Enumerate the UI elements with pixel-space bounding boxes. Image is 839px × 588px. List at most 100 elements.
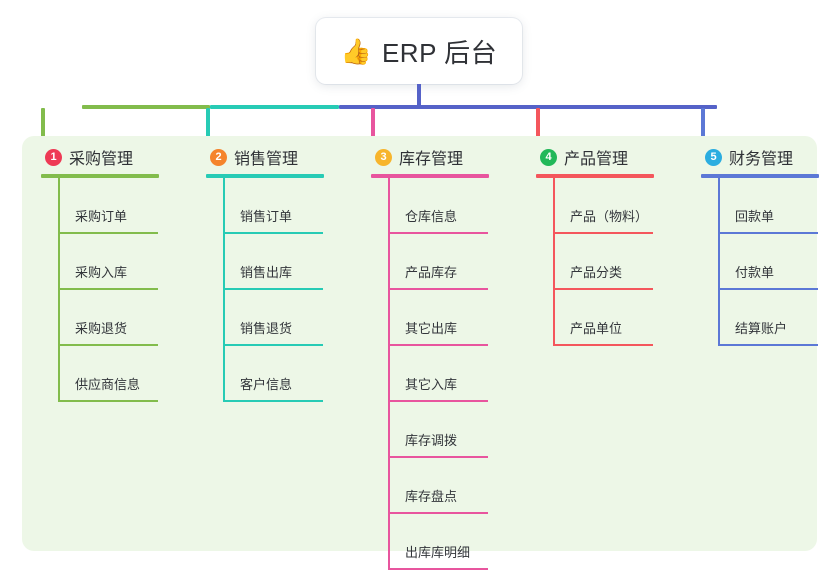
branch-child-label: 出库库明细 [405, 545, 471, 560]
branch-child-item[interactable]: 客户信息 [225, 346, 358, 402]
branch-child-rule [390, 456, 488, 458]
branch-child-rule [225, 400, 323, 402]
branch-child-label: 回款单 [735, 209, 775, 224]
drop-connector-2 [206, 108, 210, 144]
branch-1[interactable]: 1 采购管理采购订单采购入库采购退货供应商信息 [41, 144, 193, 402]
branch-child-rule [390, 288, 488, 290]
branch-child-rule [390, 344, 488, 346]
branch-children: 销售订单销售出库销售退货客户信息 [206, 178, 358, 402]
branch-child-rule [390, 232, 488, 234]
branch-child-label: 供应商信息 [75, 377, 141, 392]
branch-child-label: 库存盘点 [405, 489, 458, 504]
branch-child-label: 采购入库 [75, 265, 128, 280]
branch-child-item[interactable]: 产品分类 [555, 234, 688, 290]
root-node[interactable]: 👍 ERP 后台 [316, 18, 522, 84]
branch-child-label: 客户信息 [240, 377, 293, 392]
branch-children: 产品（物料） 产品分类产品单位 [536, 178, 688, 346]
drop-connector-1 [41, 108, 45, 144]
branch-number-badge: 1 [45, 148, 62, 166]
branch-child-label: 销售出库 [240, 265, 293, 280]
branch-child-label: 仓库信息 [405, 209, 458, 224]
branch-header-rule [371, 174, 489, 178]
branch-child-item[interactable]: 销售订单 [225, 178, 358, 234]
branch-title: 产品管理 [564, 151, 629, 168]
branch-child-item[interactable]: 库存盘点 [390, 458, 523, 514]
branch-child-label: 结算账户 [735, 321, 788, 336]
branch-child-item[interactable]: 产品（物料） [555, 178, 688, 234]
branch-spine [223, 178, 225, 402]
branch-number-badge: 4 [540, 148, 557, 166]
branch-child-item[interactable]: 采购订单 [60, 178, 193, 234]
branch-2[interactable]: 2 销售管理销售订单销售出库销售退货客户信息 [206, 144, 358, 402]
branch-header-5[interactable]: 5 财务管理 [701, 144, 839, 170]
branch-number-badge: 5 [705, 148, 722, 166]
bus-segment-1-to-2 [82, 105, 210, 109]
branch-child-item[interactable]: 付款单 [720, 234, 839, 290]
branch-child-item[interactable]: 回款单 [720, 178, 839, 234]
branch-child-label: 采购退货 [75, 321, 128, 336]
branch-header-rule [536, 174, 654, 178]
branch-number-badge: 3 [375, 148, 392, 166]
branch-child-item[interactable]: 产品库存 [390, 234, 523, 290]
branch-header-rule [206, 174, 324, 178]
branch-header-1[interactable]: 1 采购管理 [41, 144, 193, 170]
branch-spine [718, 178, 720, 346]
branch-title: 库存管理 [399, 151, 464, 168]
branch-child-rule [390, 568, 488, 570]
branch-child-label: 产品单位 [570, 321, 623, 336]
branch-4[interactable]: 4 产品管理产品（物料） 产品分类产品单位 [536, 144, 688, 346]
branch-spine [553, 178, 555, 346]
branch-child-rule [720, 232, 818, 234]
branch-child-item[interactable]: 采购入库 [60, 234, 193, 290]
branch-child-rule [225, 232, 323, 234]
branch-children: 采购订单采购入库采购退货供应商信息 [41, 178, 193, 402]
branch-title: 财务管理 [729, 151, 794, 168]
branch-child-label: 产品分类 [570, 265, 623, 280]
drop-connector-3 [371, 108, 375, 144]
branch-header-rule [701, 174, 819, 178]
drop-connector-4 [536, 108, 540, 144]
branch-child-item[interactable]: 其它入库 [390, 346, 523, 402]
branch-header-4[interactable]: 4 产品管理 [536, 144, 688, 170]
branch-child-item[interactable]: 出库库明细 [390, 514, 523, 570]
branch-child-item[interactable]: 其它出库 [390, 290, 523, 346]
branch-child-label: 产品（物料） [570, 209, 649, 224]
branch-child-label: 其它入库 [405, 377, 458, 392]
branch-child-label: 其它出库 [405, 321, 458, 336]
branch-child-item[interactable]: 结算账户 [720, 290, 839, 346]
branch-child-item[interactable]: 供应商信息 [60, 346, 193, 402]
branch-child-item[interactable]: 仓库信息 [390, 178, 523, 234]
branch-child-rule [60, 288, 158, 290]
branch-child-item[interactable]: 采购退货 [60, 290, 193, 346]
branch-child-label: 产品库存 [405, 265, 458, 280]
branch-title: 采购管理 [69, 151, 134, 168]
branch-spine [58, 178, 60, 402]
branch-header-3[interactable]: 3 库存管理 [371, 144, 523, 170]
branch-child-item[interactable]: 销售退货 [225, 290, 358, 346]
branch-3[interactable]: 3 库存管理仓库信息产品库存其它出库其它入库库存调拨库存盘点出库库明细 [371, 144, 523, 570]
branch-child-rule [720, 344, 818, 346]
branches-panel [22, 136, 817, 551]
branch-header-rule [41, 174, 159, 178]
branch-number-badge: 2 [210, 148, 227, 166]
branch-child-rule [720, 288, 818, 290]
branch-child-item[interactable]: 库存调拨 [390, 402, 523, 458]
branch-child-rule [225, 344, 323, 346]
branch-child-rule [225, 288, 323, 290]
bus-segment-3-to-5 [339, 105, 717, 109]
branch-title: 销售管理 [234, 151, 299, 168]
branch-child-rule [60, 400, 158, 402]
branch-5[interactable]: 5 财务管理回款单付款单结算账户 [701, 144, 839, 346]
branch-child-rule [60, 344, 158, 346]
branch-spine [388, 178, 390, 570]
branch-children: 仓库信息产品库存其它出库其它入库库存调拨库存盘点出库库明细 [371, 178, 523, 570]
root-stem-connector [417, 84, 421, 108]
thumbs-up-emoji: 👍 [340, 36, 372, 66]
branch-child-rule [555, 344, 653, 346]
branch-child-rule [60, 232, 158, 234]
branch-child-item[interactable]: 销售出库 [225, 234, 358, 290]
branch-header-2[interactable]: 2 销售管理 [206, 144, 358, 170]
branch-child-rule [390, 400, 488, 402]
branch-child-item[interactable]: 产品单位 [555, 290, 688, 346]
